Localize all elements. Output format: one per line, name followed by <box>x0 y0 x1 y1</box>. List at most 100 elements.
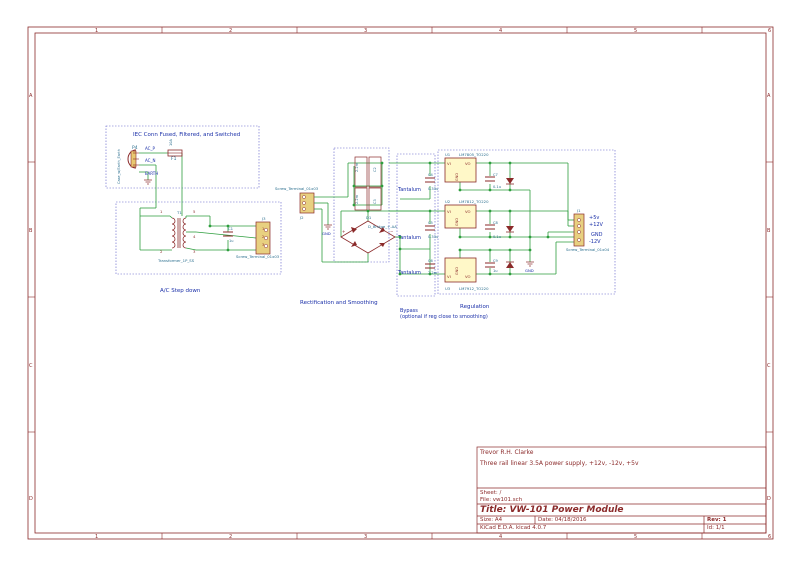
u1-vo: VO <box>465 161 471 166</box>
c7-value: 0.1u <box>493 185 501 189</box>
block-outlines <box>105 125 616 297</box>
protection-diodes <box>506 178 514 268</box>
junctions-stepdown <box>208 224 230 252</box>
title-block-frame <box>476 446 767 534</box>
ground-symbol-j2: GND <box>322 224 332 236</box>
col-label-top: 2 <box>229 28 232 34</box>
rectifier-block-title: Rectification and Smoothing <box>300 300 378 306</box>
title-text: Title: VW-101 Power Module <box>480 505 624 515</box>
gnd2-label: GND <box>525 268 534 273</box>
kicad-label: KiCad E.D.A. kicad 4.0.7 <box>480 525 547 531</box>
out-12v-label: +12V <box>589 222 604 228</box>
c2-ref: C2 <box>373 167 377 172</box>
junctions-rectifier <box>352 161 384 213</box>
c6-ref: C6 <box>428 259 434 263</box>
col-label-bottom: 6 <box>768 534 771 540</box>
j2-value: Screw_Terminal_01x03 <box>275 186 319 191</box>
fuse-f1: F1 10A <box>167 139 183 162</box>
u1-gnd: GND <box>455 173 459 181</box>
row-label-right: C <box>767 363 771 369</box>
col-label-top: 5 <box>634 28 637 34</box>
bridge-rectifier-d1: D1 D_Bridge_+-AA + − <box>340 215 397 254</box>
id-label: Id: 1/1 <box>707 525 725 531</box>
regulator-u2: VI VO GND U2 LM7812_TO220 <box>444 199 489 229</box>
col-label-bottom: 4 <box>499 534 502 540</box>
bypass-block-note: (optional if reg close to smoothing) <box>400 314 488 320</box>
row-label-right: B <box>767 228 771 234</box>
author-text: Trevor R.H. Clarke <box>480 449 534 456</box>
t1-ref: T1 <box>176 210 182 215</box>
c7-ref: C7 <box>493 173 498 177</box>
transformer-t1 <box>171 217 187 249</box>
t1-value: Transformer_1P_SS <box>157 258 195 263</box>
u3-value: LM7912_TO220 <box>459 286 489 291</box>
row-label-left: D <box>29 496 33 502</box>
file-label: File: vw101.sch <box>480 497 523 503</box>
regulation-wires <box>459 162 574 275</box>
c6-value: 2.2m <box>428 271 438 275</box>
description-text: Three rail linear 3.5A power supply, +12… <box>480 460 639 467</box>
svg-text:+: + <box>342 229 345 234</box>
c5-ref: C5 <box>428 221 433 225</box>
date-label: Date: 04/18/2016 <box>538 517 587 523</box>
p4-value: Case_w/Earth_Earth <box>117 149 121 184</box>
col-label-bottom: 2 <box>229 534 232 540</box>
out-5v-label: +5v <box>589 215 599 221</box>
c3-ref: C3 <box>373 199 377 204</box>
c2-value: 2.2m <box>355 162 359 172</box>
rectifier-wires <box>314 162 428 274</box>
u1-ref: U1 <box>445 152 451 157</box>
bypass-block-title: Bypass <box>400 308 418 314</box>
smoothing-capacitors: 2.2m C2 2.2m C3 <box>354 156 382 211</box>
u3-vo: VO <box>465 274 471 279</box>
terminal-j2: Screw_Terminal_01x03 J2 <box>275 186 319 220</box>
u1-value: LM7805_TO220 <box>459 152 489 157</box>
size-label: Size: A4 <box>480 517 503 523</box>
stepdown-block <box>115 201 282 275</box>
column-markers <box>28 27 773 539</box>
c4-value: 0.33u <box>428 187 438 191</box>
c6-tantalum-label: Tantalum <box>397 270 421 276</box>
col-label-top: 6 <box>768 28 771 34</box>
t1-pin-4: 4 <box>193 234 196 239</box>
u2-ref: U2 <box>445 199 451 204</box>
earth-ground-symbol <box>144 179 152 185</box>
c4-tantalum-label: Tantalum <box>397 187 421 193</box>
c8-value: 0.1u <box>493 235 501 239</box>
j1-value: Screw_Terminal_01x04 <box>566 247 610 252</box>
sheet-frame <box>27 26 774 540</box>
bypass-block <box>396 153 436 297</box>
col-label-bottom: 5 <box>634 534 637 540</box>
terminal-j1: J1 Screw_Terminal_01x04 <box>566 208 610 252</box>
stepdown-block-title: A/C Step down <box>160 288 201 294</box>
sheet-label: Sheet: / <box>480 490 502 496</box>
d1-ref: D1 <box>366 215 372 220</box>
output-capacitors <box>485 176 495 268</box>
row-label-left: A <box>29 93 33 99</box>
ac-p-label: AC_P <box>145 146 155 151</box>
c5-value: 0.33u <box>428 235 438 239</box>
u2-gnd: GND <box>455 218 459 226</box>
t1-pin-1: 1 <box>160 209 163 214</box>
capacitor-c1: C1 1u <box>223 226 234 243</box>
c5-tantalum-label: Tantalum <box>397 235 421 241</box>
earth-label: EARTH <box>145 171 158 176</box>
iec-block-title: IEC Conn Fused, Filtered, and Switched <box>133 132 240 138</box>
out-m12v-label: -12V <box>589 239 601 245</box>
j1-ref: J1 <box>576 208 581 213</box>
col-label-bottom: 1 <box>95 534 98 540</box>
c9-ref: C9 <box>493 259 499 263</box>
col-label-top: 1 <box>95 28 98 34</box>
c4-ref: C4 <box>428 173 434 177</box>
regulator-u1: VI VO GND U1 LM7805_TO220 <box>444 152 489 183</box>
f1-ref: F1 <box>171 156 177 162</box>
rev-label: Rev: 1 <box>707 517 727 523</box>
j3-ref: J3 <box>261 216 266 221</box>
d1-value: D_Bridge_+-AA <box>368 224 397 229</box>
svg-text:3: 3 <box>262 243 264 247</box>
u2-vi: VI <box>447 209 451 214</box>
svg-text:−: − <box>390 229 393 234</box>
c1-ref: C1 <box>228 226 234 231</box>
gnd-label: GND <box>322 231 331 236</box>
